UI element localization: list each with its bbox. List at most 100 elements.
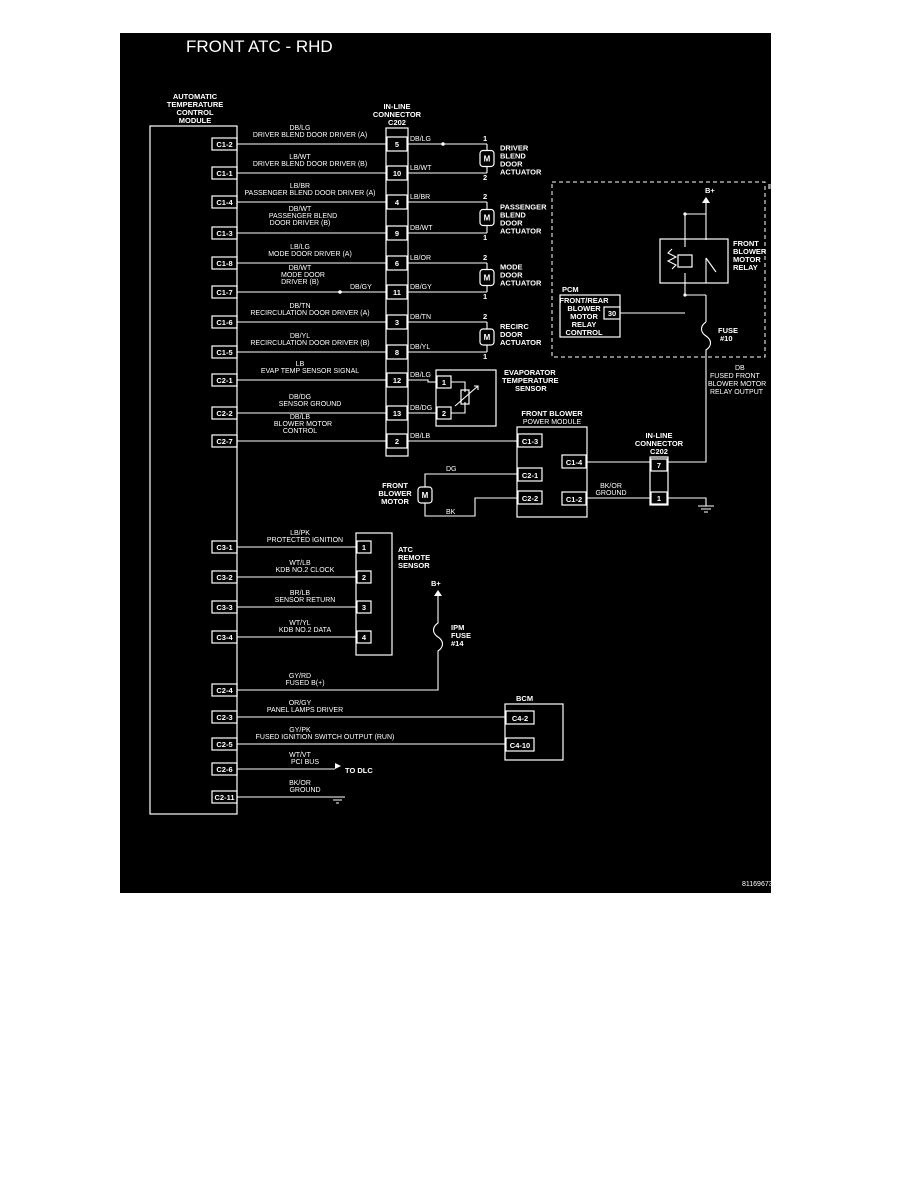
c202-output-wire: [408, 379, 437, 383]
c202-cavity-number: 9: [395, 229, 399, 238]
blower-power-module: FRONT BLOWER POWER MODULE C1-3 C2-1 C2-2…: [516, 409, 588, 518]
blower-module-body: [516, 426, 588, 518]
door-actuators: M12DRIVERBLENDDOORACTUATORM21PASSENGERBL…: [441, 134, 547, 361]
c202-cavity: [386, 405, 408, 421]
relay-body: [659, 238, 729, 284]
circuit-wire-color: WT/LB: [289, 560, 311, 567]
motor-icon: M: [484, 155, 491, 164]
c202-right-label-3: C202: [650, 447, 668, 456]
actuator-pin-bottom: 1: [483, 292, 487, 301]
fuse10-label-2: #10: [720, 334, 733, 343]
c202-output-wire-color: DB/GY: [410, 284, 432, 291]
circuit-desc: DRIVER BLEND DOOR DRIVER (A): [253, 132, 367, 139]
c202r-pin-1-box: [650, 491, 668, 505]
circuit-desc: PROTECTED IGNITION: [267, 537, 343, 544]
module-label-2: TEMPERATURE: [167, 100, 224, 109]
circuit-desc: PASSENGER BLEND DOOR DRIVER (A): [245, 190, 376, 197]
ipm-label: IPM: [768, 182, 781, 191]
circuit-desc: SENSOR RETURN: [275, 597, 336, 604]
c202-output-wire-color: DB/LB: [410, 433, 431, 440]
ipm-fuse-14: B+ IPM FUSE #14: [237, 579, 471, 691]
circuit-wire-color: DB/TN: [290, 303, 311, 310]
c202-cavity-number: 8: [395, 348, 399, 357]
db-desc-3: RELAY OUTPUT: [710, 389, 764, 396]
evaporator-sensor: 1 2 EVAPORATOR TEMPERATURE SENSOR: [435, 368, 559, 427]
diagram-background: [120, 33, 771, 893]
pcm-text-1: FRONT/REAR: [559, 296, 609, 305]
bm-pin-c14: C1-4: [566, 458, 583, 467]
c202-cavity-number: 3: [395, 318, 399, 327]
c202-cavity: [386, 194, 408, 210]
circuit-wire-color: WT/YL: [289, 620, 310, 627]
circuit-wire-color: LB: [296, 361, 305, 368]
relay-label-3: MOTOR: [733, 255, 761, 264]
circuit-wire-color: DB/YL: [290, 333, 310, 340]
circuit-desc-2: DRIVER (B): [281, 279, 319, 286]
circuit-desc-2: DOOR DRIVER (B): [270, 220, 331, 227]
bplus-arrow-icon: [702, 197, 710, 203]
fuse14-icon: [237, 592, 444, 691]
module-pin-label: C2-4: [216, 686, 233, 695]
evap-label-2: TEMPERATURE: [502, 376, 559, 385]
module-label-4: MODULE: [179, 116, 212, 125]
atc-sensor-pin-number: 2: [362, 573, 366, 582]
actuator-motor-body: [479, 149, 495, 168]
atc-sensor-pin-number: 4: [362, 633, 367, 642]
relay-coil-icon: [677, 254, 693, 268]
module-body: [149, 125, 238, 815]
circuit-desc: GROUND: [289, 787, 320, 794]
c202-output-wire-color: LB/WT: [410, 165, 432, 172]
thermistor-arrow-icon: [454, 385, 479, 407]
c202-right-label-1: IN-LINE: [645, 431, 672, 440]
pcm-pin-30: 30: [608, 309, 616, 318]
actuator-label-line: ACTUATOR: [500, 168, 542, 177]
bcm-pin-c410-box: [505, 737, 535, 752]
c202-cavity: [386, 255, 408, 271]
c202-cavity: [386, 433, 408, 449]
circuit-wire-color: BR/LB: [290, 590, 311, 597]
actuator-label-line: MODE: [500, 263, 523, 272]
c202-cavity-number: 12: [393, 376, 401, 385]
atc-sensor-pin-number: 3: [362, 603, 366, 612]
circuit-desc: BLOWER MOTOR: [274, 421, 332, 428]
c202r-pin-7: 7: [657, 461, 661, 470]
atc-sensor-label-2: REMOTE: [398, 553, 430, 562]
c202-cavity: [386, 225, 408, 241]
c202-cavity: [386, 284, 408, 300]
circuit-wire-color: LB/PK: [290, 530, 310, 537]
blower-module-label-2: POWER MODULE: [523, 419, 582, 426]
c202-cavity-number: 5: [395, 140, 399, 149]
blower-motor-body: [417, 486, 433, 504]
atc-sensor-label-3: SENSOR: [398, 561, 430, 570]
blower-gnd-wire: BK/OR: [600, 483, 622, 490]
relay-label-1: FRONT: [733, 239, 759, 248]
actuator-motor-body: [479, 268, 495, 287]
pcm-text-4: RELAY: [572, 320, 597, 329]
figure-id: 81169673: [742, 881, 773, 888]
evap-pin-1: 1: [442, 378, 446, 387]
dlc-destination: TO DLC: [345, 766, 373, 775]
pcm-text-5: CONTROL: [565, 328, 602, 337]
bcm-label: BCM: [516, 694, 533, 703]
circuit-wire-color: OR/GY: [289, 700, 312, 707]
actuator-label-line: DOOR: [500, 219, 523, 228]
module-pin-label: C1-4: [216, 198, 233, 207]
actuator-pin-bottom: 1: [483, 352, 487, 361]
module-pin-label: C1-7: [216, 288, 232, 297]
circuit-wire-color: DB/WT: [289, 265, 312, 272]
fuse14-bplus: B+: [431, 579, 441, 588]
actuator-pin-top: 2: [483, 253, 487, 262]
c202-output-wire-color: DB/LG: [410, 372, 431, 379]
front-blower-motor: M DG BK FRONT BLOWER MOTOR: [378, 466, 518, 517]
fuse14-label-3: #14: [451, 639, 464, 648]
c202-output-wire-color: LB/BR: [410, 194, 430, 201]
circuit-desc: MODE DOOR: [281, 272, 325, 279]
c202-cavity: [386, 372, 408, 388]
actuator-label-line: DOOR: [500, 160, 523, 169]
bm-pin-c13: C1-3: [522, 437, 538, 446]
bcm-pin-c42-box: [505, 710, 535, 725]
circuit-wire-color: DB/DG: [289, 394, 311, 401]
